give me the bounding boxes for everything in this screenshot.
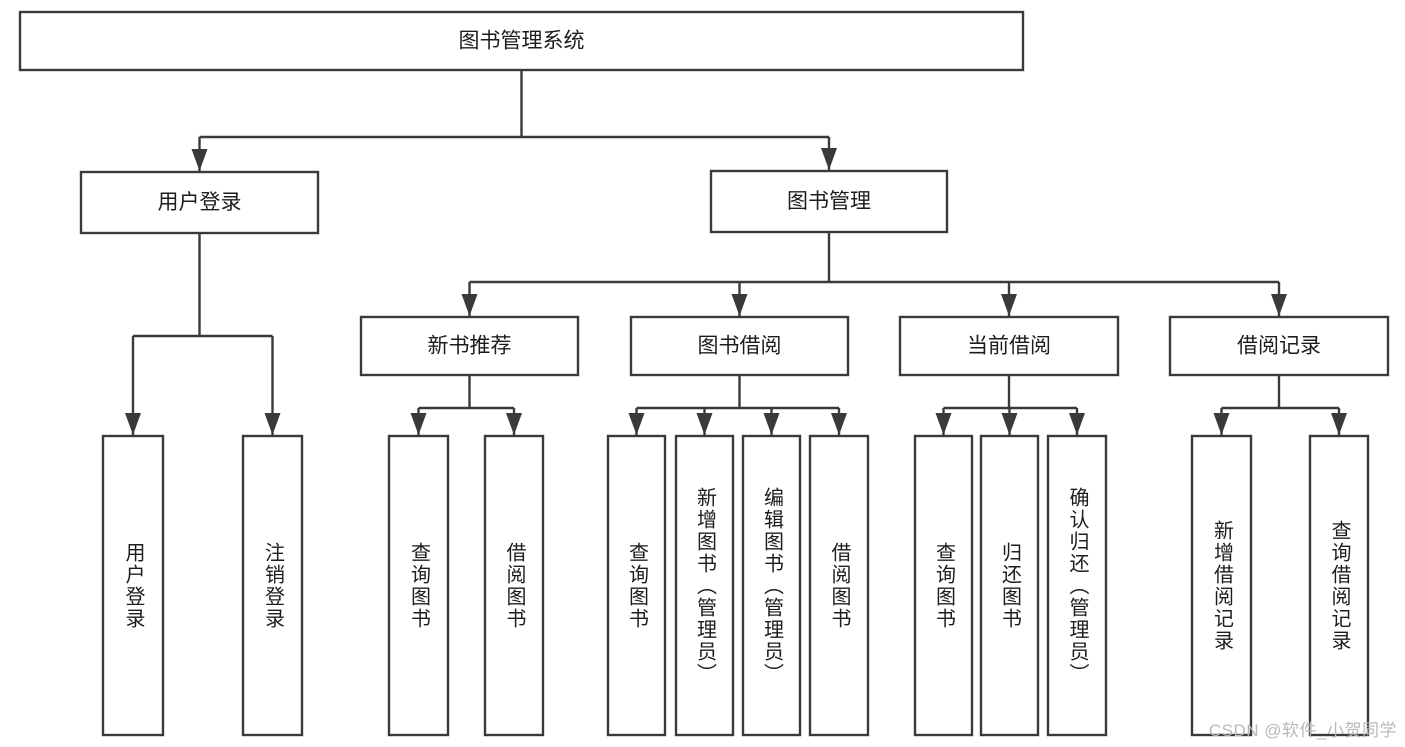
node-box-user-login[interactable]: [79, 170, 320, 235]
node-box-leaf-add-record[interactable]: [1190, 434, 1253, 737]
arrow-head-icon-current-borrow: [1001, 294, 1017, 316]
node-box-book-manage[interactable]: [709, 169, 949, 234]
arrow-head-icon-leaf-query-book-3: [935, 413, 952, 435]
arrow-head-icon-leaf-query-book-1: [410, 413, 427, 435]
arrow-head-icon-borrow-record: [1271, 294, 1287, 316]
node-label-new-book-rec: 新书推荐: [428, 335, 512, 358]
arrow-head-icon-leaf-user-login: [125, 413, 141, 435]
node-box-leaf-return-book[interactable]: [979, 434, 1040, 737]
arrow-head-icon-leaf-confirm-return: [1069, 413, 1085, 435]
node-label-current-borrow: 当前借阅: [967, 335, 1051, 358]
arrow-head-icon-leaf-borrow-book-1: [506, 413, 522, 435]
node-label-borrow-record: 借阅记录: [1237, 335, 1321, 358]
arrow-head-icon-leaf-query-record: [1331, 413, 1347, 435]
watermark: CSDN @软件_小贺同学: [1208, 721, 1397, 740]
arrow-head-icon-leaf-return-book: [1001, 413, 1018, 435]
node-box-leaf-query-book-2[interactable]: [606, 434, 667, 737]
node-box-leaf-query-book-3[interactable]: [913, 434, 974, 737]
node-box-borrow-record[interactable]: [1168, 315, 1390, 377]
node-box-leaf-confirm-return[interactable]: [1046, 434, 1108, 737]
node-box-leaf-edit-book[interactable]: [741, 434, 802, 737]
node-box-new-book-rec[interactable]: [359, 315, 580, 377]
arrow-head-icon-leaf-logout: [264, 413, 281, 435]
node-box-book-borrow[interactable]: [629, 315, 850, 377]
arrow-head-icon-leaf-edit-book: [763, 413, 780, 435]
node-box-leaf-logout[interactable]: [241, 434, 304, 737]
node-box-leaf-query-book-1[interactable]: [387, 434, 450, 737]
arrow-head-icon-user-login: [191, 149, 208, 171]
arrow-head-icon-book-borrow: [731, 294, 748, 316]
node-box-leaf-user-login[interactable]: [101, 434, 165, 737]
arrow-head-icon-leaf-query-book-2: [628, 413, 645, 435]
node-box-leaf-borrow-book-2[interactable]: [808, 434, 870, 737]
connector-layer: [125, 70, 1347, 435]
node-box-leaf-borrow-book-1[interactable]: [483, 434, 545, 737]
node-label-user-login: 用户登录: [158, 191, 242, 214]
node-box-root[interactable]: [18, 10, 1025, 72]
node-label-book-borrow: 图书借阅: [698, 335, 782, 358]
node-box-leaf-query-record[interactable]: [1308, 434, 1370, 737]
node-box-current-borrow[interactable]: [898, 315, 1120, 377]
arrow-head-icon-leaf-add-book: [696, 413, 713, 435]
node-label-root: 图书管理系统: [459, 30, 585, 53]
arrow-head-icon-leaf-add-record: [1213, 413, 1230, 435]
node-label-book-manage: 图书管理: [787, 190, 871, 213]
arrow-head-icon-leaf-borrow-book-2: [831, 413, 847, 435]
arrow-head-icon-book-manage: [821, 148, 837, 170]
box-layer: [18, 10, 1390, 737]
arrow-head-icon-new-book-rec: [461, 294, 478, 316]
node-box-leaf-add-book[interactable]: [674, 434, 735, 737]
